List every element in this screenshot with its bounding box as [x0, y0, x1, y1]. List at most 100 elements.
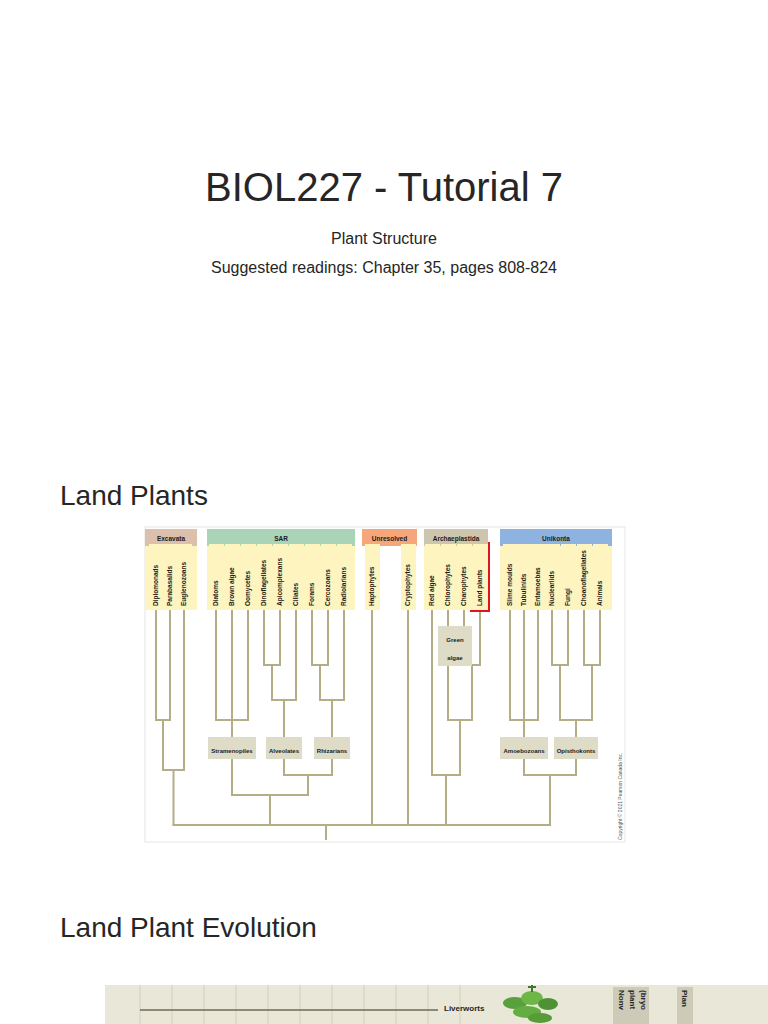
tree-branch	[591, 665, 593, 720]
taxon-cell: Haptophytes	[365, 544, 380, 610]
tree-branch	[445, 775, 447, 825]
section-heading: Land Plants	[60, 480, 208, 512]
phylogenetic-tree	[155, 610, 601, 840]
highlight-box	[471, 543, 489, 611]
reading-note: Suggested readings: Chapter 35, pages 80…	[0, 259, 768, 277]
taxon-name: Land plants	[477, 570, 484, 606]
taxon-cell: Charophytes	[457, 544, 472, 610]
taxon-name: Oomycetes	[245, 571, 252, 606]
taxon-cell: Cryptophytes	[401, 544, 416, 610]
taxon-band	[500, 544, 612, 610]
grid-line	[268, 985, 269, 1024]
tree-branch	[599, 610, 601, 665]
tree-branch	[471, 665, 473, 720]
grid-line	[428, 985, 429, 1024]
clade-label-box: Amoebozoans	[500, 737, 547, 759]
taxon-cell: Radiolarians	[337, 544, 352, 610]
tree-branch	[295, 610, 297, 700]
taxon-band	[424, 544, 488, 610]
taxon-name: Radiolarians	[341, 567, 348, 606]
taxon-cell: Fungi	[561, 544, 576, 610]
tree-branch	[509, 610, 511, 720]
taxon-cell: Cercozoans	[321, 544, 336, 610]
grid-line	[140, 985, 141, 1024]
tree-branch	[307, 775, 309, 795]
grid-line	[332, 985, 333, 1024]
taxon-name: Brown algae	[229, 567, 236, 606]
clade-name: Green algae	[446, 637, 463, 661]
group-label: Plan	[680, 990, 688, 1007]
tree-branch	[263, 610, 265, 665]
tree-branch	[431, 610, 433, 775]
taxon-cell: Apicomplexans	[273, 544, 288, 610]
tree-branch	[269, 795, 271, 825]
taxon-cell: Dinoflagellates	[257, 544, 272, 610]
liverwort-illustration	[503, 985, 558, 1023]
tree-branch	[173, 824, 552, 826]
tree-branch	[162, 720, 164, 770]
tree-branch	[173, 770, 175, 825]
taxon-cell: Nucleariids	[545, 544, 560, 610]
group-name: Archaeplastida	[433, 535, 480, 542]
taxon-cell: Euglenozoans	[177, 544, 192, 610]
taxon-name: Euglenozoans	[181, 562, 188, 606]
tree-branch	[559, 665, 561, 720]
clade-label-box: Opisthokonts	[554, 737, 599, 759]
tree-branch	[247, 610, 249, 720]
taxon-cell: Chlorophytes	[441, 544, 456, 610]
taxon-cell: Red algae	[425, 544, 440, 610]
copyright-note: Copyright © 2021 Pearson Canada Inc.	[618, 753, 623, 840]
group-bar	[613, 987, 649, 1024]
taxon-name: Fungi	[565, 588, 572, 606]
tree-branch	[583, 610, 585, 665]
tree-branch	[523, 610, 525, 720]
taxon-cell: Animals	[593, 544, 608, 610]
tree-branch	[311, 610, 313, 665]
grid-line	[300, 985, 301, 1024]
clade-label-box: Stramenopiles	[208, 737, 255, 759]
evolution-figure-ground	[105, 985, 768, 1024]
tree-branch	[231, 610, 233, 720]
tree-branch	[537, 610, 539, 720]
taxon-cell: Brown algae	[225, 544, 240, 610]
taxon-cell: Diatoms	[209, 544, 224, 610]
taxon-cell: Oomycetes	[241, 544, 256, 610]
liverwort-branch	[140, 1009, 438, 1011]
taxon-name: Choanoflagellates	[581, 550, 588, 606]
slide-title: BIOL227 - Tutorial 7	[0, 164, 768, 210]
group-label: Nonv	[617, 990, 625, 1010]
group-name: Excavata	[157, 535, 185, 542]
clade-name: Rhizarians	[317, 748, 347, 754]
clade-label-box: Alveolates	[266, 737, 302, 759]
grid-line	[396, 985, 397, 1024]
section-heading: Land Plant Evolution	[60, 912, 317, 944]
taxon-name: Parabasalids	[167, 566, 174, 606]
taxon-name: Chlorophytes	[445, 564, 452, 606]
tree-branch	[479, 610, 481, 665]
tree-branch	[325, 825, 327, 840]
taxon-band	[207, 544, 355, 610]
subtitle: Plant Structure	[0, 230, 768, 248]
taxon-band	[145, 544, 197, 610]
taxon-name: Haptophytes	[369, 567, 376, 606]
grid-line	[364, 985, 365, 1024]
group-bar	[677, 987, 693, 1024]
taxon-name: Slime moulds	[507, 564, 514, 606]
taxon-cell: Tubulinids	[517, 544, 532, 610]
grid-line	[204, 985, 205, 1024]
tree-branch	[183, 610, 185, 770]
group-label: plant	[628, 990, 636, 1009]
tree-branch	[155, 610, 157, 720]
taxon-name: Red algae	[429, 575, 436, 606]
taxon-name: Tubulinids	[521, 574, 528, 606]
taxon-name: Apicomplexans	[277, 558, 284, 606]
clade-name: Opisthokonts	[557, 748, 596, 754]
taxon-name: Entamoebas	[535, 567, 542, 606]
taxon-name: Diplomonads	[153, 565, 160, 606]
tree-branch	[279, 610, 281, 665]
figure-frame	[145, 527, 625, 842]
taxon-cell: Parabasalids	[163, 544, 178, 610]
clade-name: Alveolates	[269, 748, 299, 754]
tree-branch	[169, 610, 171, 720]
